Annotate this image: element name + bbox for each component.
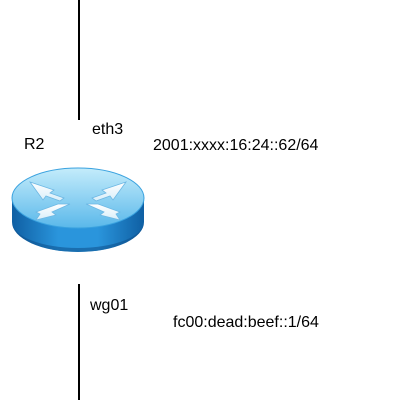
- arrow-out-right: [85, 203, 122, 221]
- interface-wg01-label: wg01: [90, 297, 129, 314]
- interface-wg01-address: fc00:dead:beef::1/64: [173, 314, 319, 331]
- link-line-top: [78, 0, 80, 120]
- router-top-face: [11, 167, 145, 229]
- arrow-in-right: [91, 181, 128, 202]
- interface-eth3-address: 2001:xxxx:16:24::62/64: [153, 137, 319, 154]
- arrow-in-left: [28, 181, 65, 202]
- arrow-out-left: [34, 203, 71, 221]
- link-line-bottom: [78, 284, 80, 400]
- interface-eth3-label: eth3: [92, 121, 124, 138]
- router-arrows: [28, 181, 128, 221]
- router-name-label: R2: [24, 136, 45, 153]
- router-icon: [11, 167, 145, 252]
